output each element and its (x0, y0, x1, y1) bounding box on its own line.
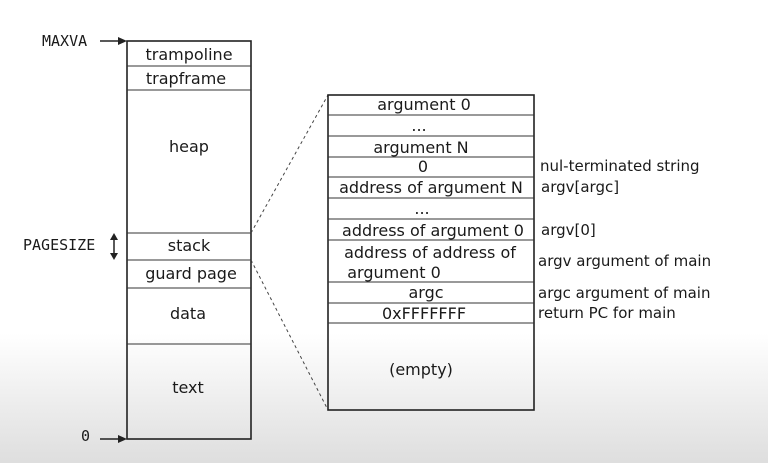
annotation-argc-main: argc argument of main (538, 284, 710, 302)
annotation-return-pc: return PC for main (538, 304, 676, 322)
stack-detail-box (327, 94, 535, 411)
stack-row-empty: (empty) (389, 360, 453, 379)
pagesize-label: PAGESIZE (23, 236, 95, 254)
zero-arrowhead-icon (118, 435, 127, 443)
pagesize-arrow-up-icon (110, 233, 118, 240)
stack-row-ellipsis: ... (411, 116, 426, 135)
pagesize-arrow-down-icon (110, 253, 118, 260)
stack-row-argument-n: argument N (373, 138, 468, 157)
stack-row-address-argument-0: address of argument 0 (342, 221, 524, 240)
stack-row-argc: argc (408, 283, 443, 302)
stack-row-address-of-address-line1: address of address of (344, 243, 516, 262)
stack-row-ellipsis: ... (414, 199, 429, 218)
zoom-line-top (250, 94, 329, 234)
maxva-arrowhead-icon (118, 37, 127, 45)
address-space-box (126, 40, 252, 440)
annotation-argv-0: argv[0] (541, 221, 596, 239)
section-heap: heap (169, 137, 209, 156)
stack-row-zero: 0 (418, 157, 428, 176)
section-data: data (170, 304, 206, 323)
section-guard-page: guard page (145, 264, 237, 283)
maxva-label: MAXVA (42, 32, 87, 50)
stack-row-argument-0: argument 0 (377, 95, 471, 114)
section-stack: stack (168, 236, 211, 255)
stack-row-address-of-address-line2: argument 0 (347, 263, 441, 282)
section-trampoline: trampoline (145, 45, 232, 64)
zoom-line-bottom (250, 259, 329, 411)
stack-row-return-pc: 0xFFFFFFF (382, 304, 466, 323)
annotation-argv-argc: argv[argc] (541, 178, 619, 196)
annotation-nul-terminated: nul-terminated string (540, 157, 700, 175)
annotation-argv-main: argv argument of main (538, 252, 711, 270)
section-text: text (172, 378, 204, 397)
stack-row-address-argument-n: address of argument N (339, 178, 523, 197)
section-trapframe: trapframe (146, 69, 226, 88)
zero-label: 0 (81, 427, 90, 445)
